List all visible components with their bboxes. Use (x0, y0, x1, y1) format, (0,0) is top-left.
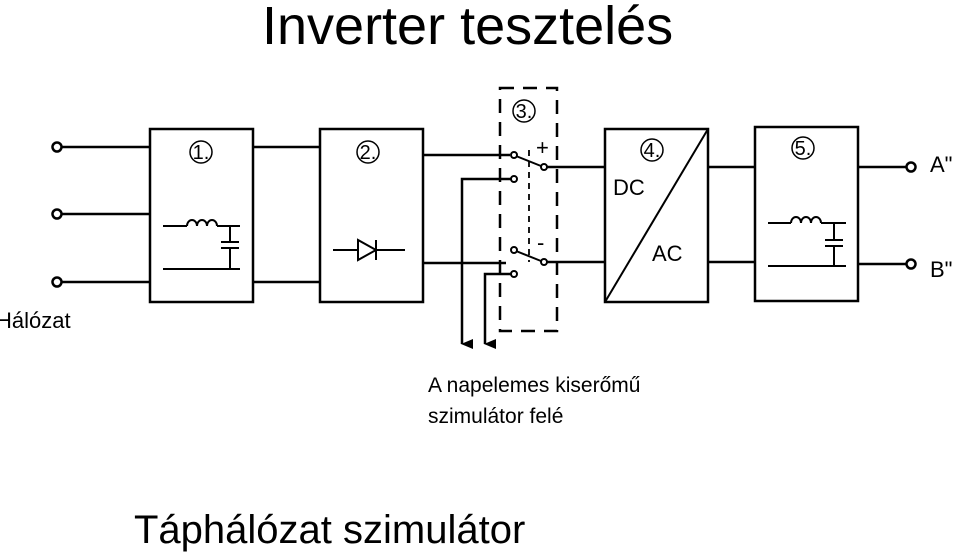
pv-note-line-2: szimulátor felé (428, 405, 563, 428)
badge-4-label: 4. (644, 140, 661, 162)
badge-3-label: 3. (516, 101, 533, 123)
converter-input-label: DC (613, 175, 645, 200)
badge-3 (512, 99, 536, 123)
mains-label: Hálózat (0, 308, 71, 333)
badge-2-label: 2. (360, 142, 377, 164)
block-1-filter (148, 127, 255, 304)
badge-1-label: 1. (193, 142, 210, 164)
badge-4 (640, 138, 664, 162)
polarity-plus: + (536, 135, 549, 160)
inductor-capacitor-icon (768, 216, 846, 267)
block-5-output-filter (753, 125, 860, 303)
badge-1 (189, 140, 213, 164)
badge-5 (791, 136, 815, 160)
inductor-capacitor-icon (163, 219, 240, 270)
block-4-inverter (603, 127, 710, 304)
slide-footer: Táphálózat szimulátor (134, 508, 526, 552)
badge-2 (356, 140, 380, 164)
block-2-rectifier (318, 127, 425, 304)
pv-note-line-1: A napelemes kiserőmű (428, 374, 640, 397)
output-terminals (858, 161, 917, 270)
pv-simulator-connection (460, 177, 511, 349)
mains-terminals (51, 141, 150, 288)
polarity-minus: - (537, 230, 544, 255)
block-3-switch-box (498, 86, 559, 333)
output-a-label: A" (930, 152, 952, 177)
dc-ac-divider (604, 128, 709, 303)
slide-title: Inverter tesztelés (262, 0, 674, 56)
output-b-label: B" (930, 257, 952, 282)
diode-icon (333, 238, 405, 262)
badge-5-label: 5. (795, 138, 812, 160)
converter-output-label: AC (652, 241, 683, 266)
